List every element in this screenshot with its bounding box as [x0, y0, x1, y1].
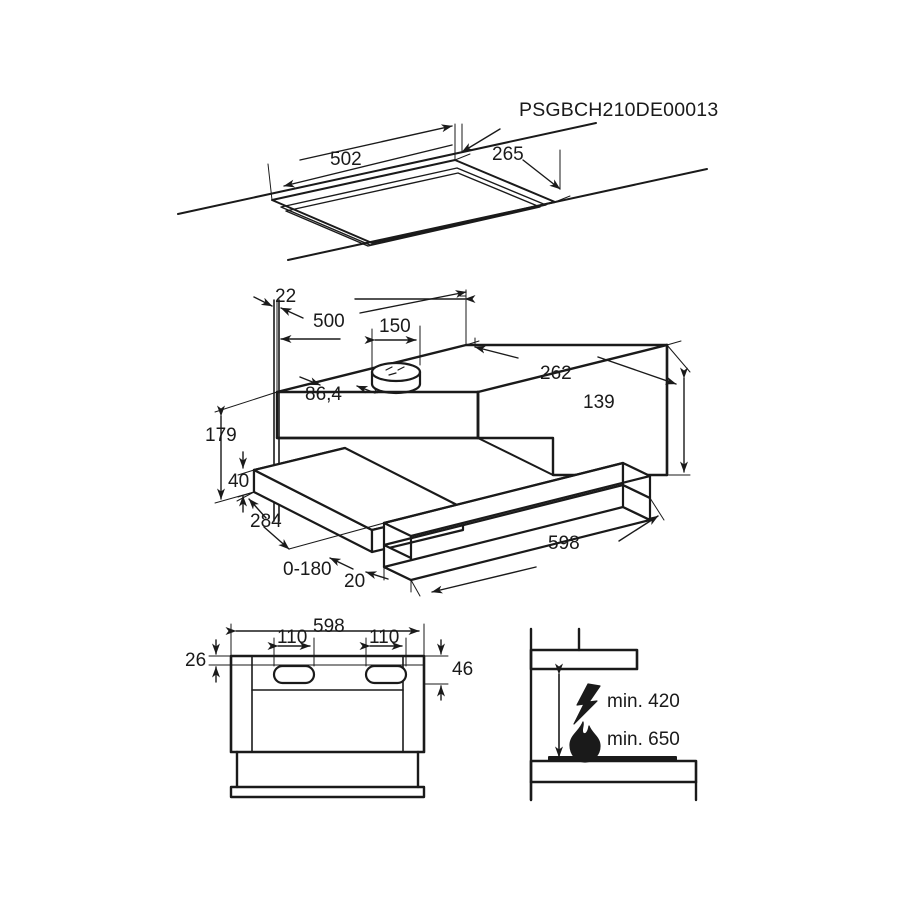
dim-housing-depth: 284	[250, 511, 282, 532]
view-installation-clearance	[529, 627, 698, 802]
dim-cutout-width: 502	[330, 149, 362, 170]
view-main-perspective	[214, 289, 691, 597]
clearance-gas-label: min. 650	[607, 729, 680, 750]
dim-cutout-depth: 265	[492, 144, 524, 165]
dim-body-width: 500	[313, 311, 345, 332]
dim-pull-out-travel: 0-180	[283, 559, 332, 580]
dim-body-height: 139	[583, 392, 615, 413]
drawing-code: PSGBCH210DE00013	[519, 99, 719, 121]
dim-outlet-offset: 150	[379, 316, 411, 337]
dim-slot-width-right: 110	[369, 627, 400, 648]
dim-front-panel-thickness: 20	[344, 571, 366, 592]
dim-top-edge-offset: 26	[185, 650, 207, 671]
view-front-elevation	[208, 623, 449, 799]
dim-slide-panel-height: 40	[228, 471, 250, 492]
dim-slot-width-left: 110	[277, 627, 308, 648]
dim-slot-height-offset: 46	[452, 659, 474, 680]
dim-front-width: 598	[313, 616, 345, 637]
dim-wall-thickness: 22	[275, 286, 297, 307]
lightning-bolt-icon	[573, 683, 601, 725]
dim-front-panel-width: 598	[548, 533, 580, 554]
view-worktop-cutout	[177, 122, 708, 261]
dim-body-depth: 262	[540, 363, 572, 384]
flame-icon	[569, 721, 601, 763]
dim-outlet-from-front: 86,4	[305, 384, 342, 405]
dim-total-height: 179	[205, 425, 237, 446]
clearance-electric-label: min. 420	[607, 691, 680, 712]
